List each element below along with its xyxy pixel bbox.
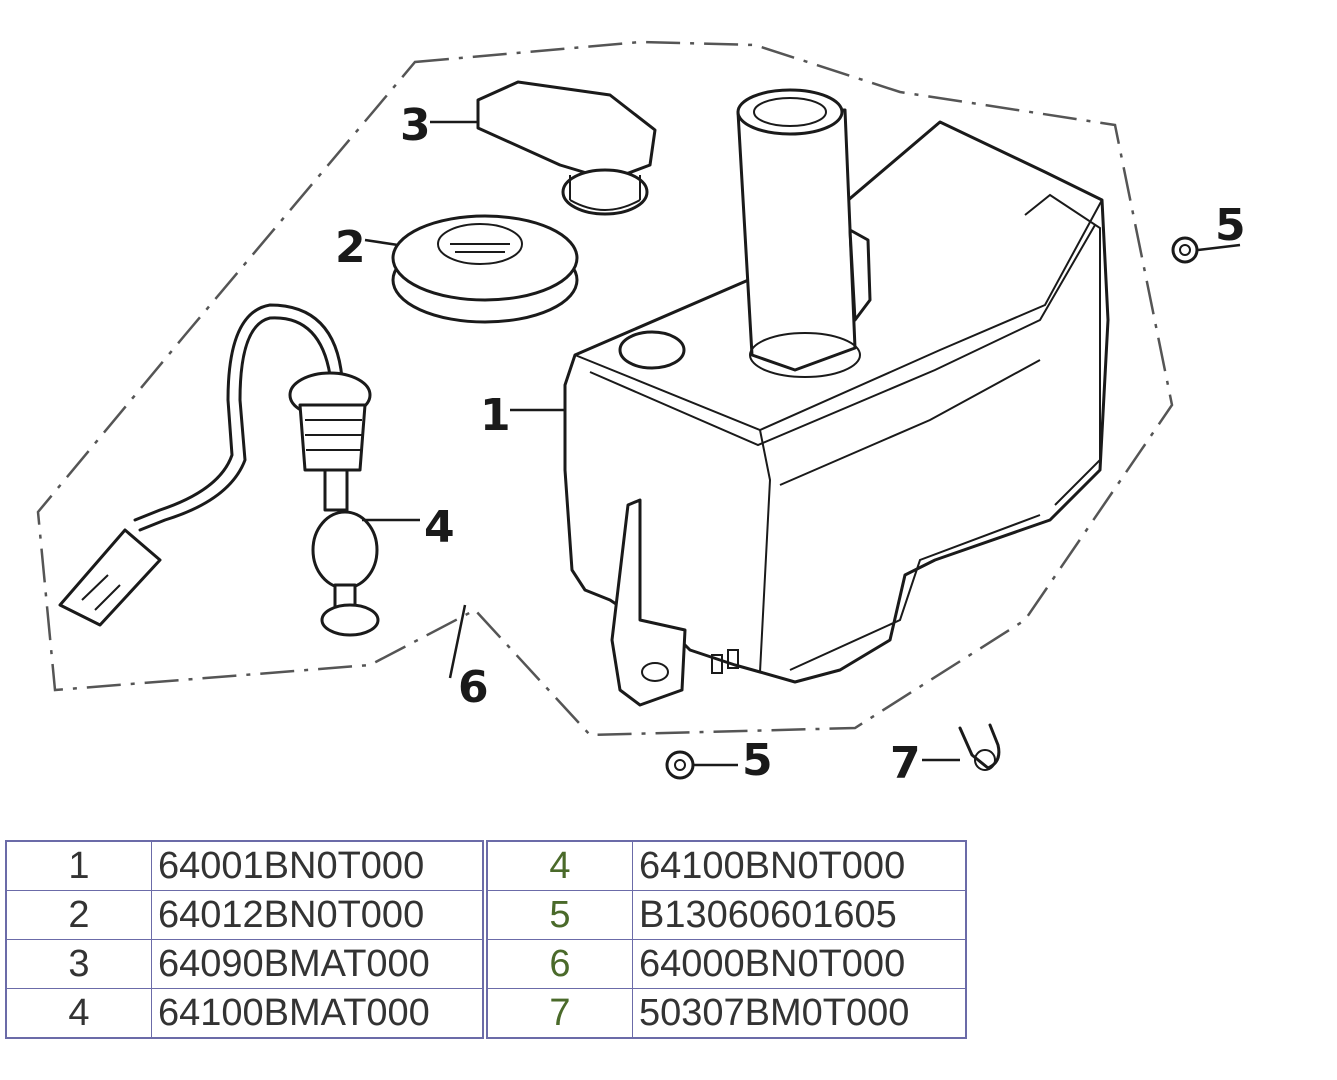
row-4-left-part: 64100BMAT000 bbox=[151, 988, 486, 1039]
table-row: 2 64012BN0T000 5 B13060601605 bbox=[5, 890, 967, 940]
callout-6: 6 bbox=[458, 662, 489, 713]
assembly-boundary bbox=[36, 40, 1174, 737]
callout-4: 4 bbox=[424, 502, 455, 553]
level-sensor-part-4 bbox=[58, 303, 380, 637]
leader-2 bbox=[364, 238, 399, 247]
row-2-left-part: 64012BN0T000 bbox=[151, 890, 486, 940]
row-3-left-part: 64090BMAT000 bbox=[151, 939, 486, 989]
leader-5a bbox=[1197, 243, 1241, 252]
table-row: 1 64001BN0T000 4 64100BN0T000 bbox=[5, 840, 967, 891]
leader-6 bbox=[448, 604, 467, 679]
parts-table: 1 64001BN0T000 4 64100BN0T000 2 64012BN0… bbox=[5, 840, 967, 1039]
grommet-part-2 bbox=[391, 214, 579, 324]
cap-part-3 bbox=[476, 80, 657, 216]
row-2-left-num: 2 bbox=[5, 890, 152, 940]
nut-part-5-upper bbox=[1171, 236, 1199, 264]
row-3-right-num: 6 bbox=[482, 939, 633, 989]
row-1-left-part: 64001BN0T000 bbox=[151, 840, 486, 891]
row-3-left-num: 3 bbox=[5, 939, 152, 989]
row-1-left-num: 1 bbox=[5, 840, 152, 891]
row-1-right-part: 64100BN0T000 bbox=[632, 840, 967, 891]
callout-5-lower: 5 bbox=[742, 735, 773, 786]
row-2-right-num: 5 bbox=[482, 890, 633, 940]
row-1-right-num: 4 bbox=[482, 840, 633, 891]
table-row: 4 64100BMAT000 7 50307BM0T000 bbox=[5, 988, 967, 1039]
clip-part-7 bbox=[958, 723, 1001, 771]
callout-1: 1 bbox=[480, 390, 511, 441]
oil-tank-part-1 bbox=[563, 88, 1110, 707]
row-2-right-part: B13060601605 bbox=[632, 890, 967, 940]
row-4-right-num: 7 bbox=[482, 988, 633, 1039]
callout-7: 7 bbox=[890, 738, 921, 789]
parts-diagram: 1 2 3 4 5 5 6 7 bbox=[36, 40, 1246, 789]
row-4-left-num: 4 bbox=[5, 988, 152, 1039]
row-4-right-part: 50307BM0T000 bbox=[632, 988, 967, 1039]
callout-3: 3 bbox=[400, 100, 431, 151]
callout-5-upper: 5 bbox=[1215, 200, 1246, 251]
callout-2: 2 bbox=[335, 222, 366, 273]
nut-part-5-lower bbox=[665, 750, 695, 780]
row-3-right-part: 64000BN0T000 bbox=[632, 939, 967, 989]
table-row: 3 64090BMAT000 6 64000BN0T000 bbox=[5, 939, 967, 989]
